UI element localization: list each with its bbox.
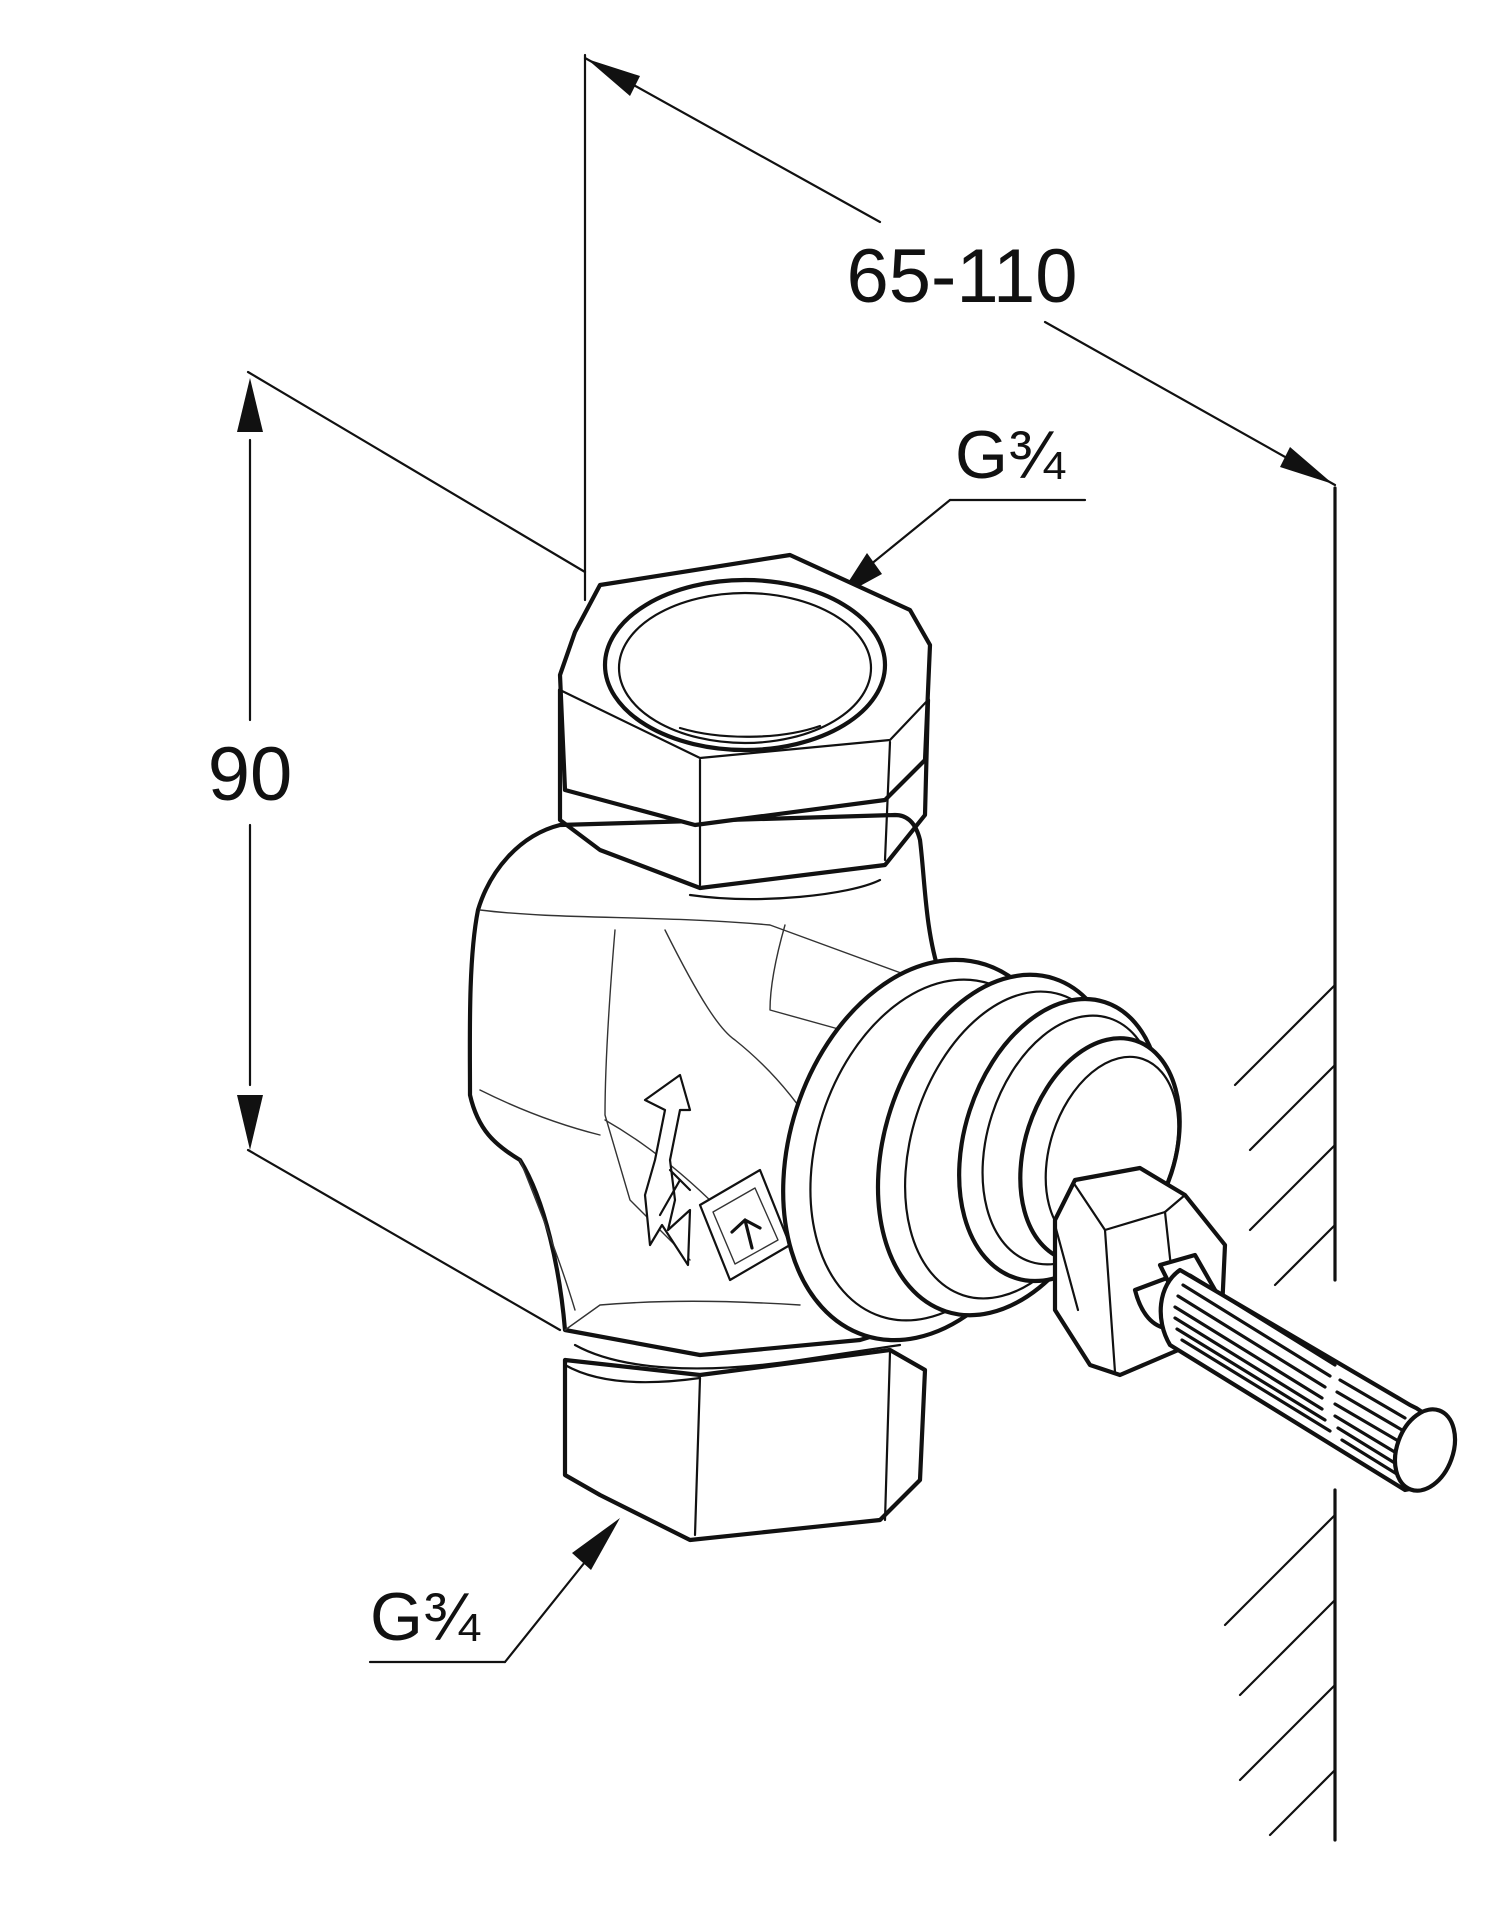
- height-label: 90: [208, 732, 293, 817]
- depth-arrow-left: [587, 59, 640, 96]
- thread-bottom-label: G¾: [370, 1579, 481, 1655]
- wall-hatching: [1223, 983, 1337, 1837]
- height-arrow-bottom: [237, 1095, 263, 1150]
- depth-arrow-right: [1280, 447, 1333, 484]
- thread-top-callout: G¾: [838, 417, 1087, 598]
- depth-dimension: 65-110: [583, 53, 1337, 602]
- thread-bottom-callout: G¾: [368, 1518, 620, 1664]
- top-hex-nut: [557, 552, 933, 901]
- spline-grooves: [1173, 1273, 1407, 1478]
- spindle-shaft: [1132, 1252, 1458, 1493]
- thread-top-label: G¾: [955, 417, 1066, 493]
- height-arrow-top: [237, 378, 263, 432]
- thread-bottom-arrow: [572, 1518, 620, 1570]
- wall: [1223, 486, 1337, 1842]
- depth-label: 65-110: [846, 234, 1077, 319]
- flow-arrow-engraving: [643, 1073, 692, 1267]
- bottom-hex-nut: [562, 1343, 928, 1543]
- valve-body: [467, 552, 1458, 1543]
- height-dimension: 90: [208, 370, 587, 1332]
